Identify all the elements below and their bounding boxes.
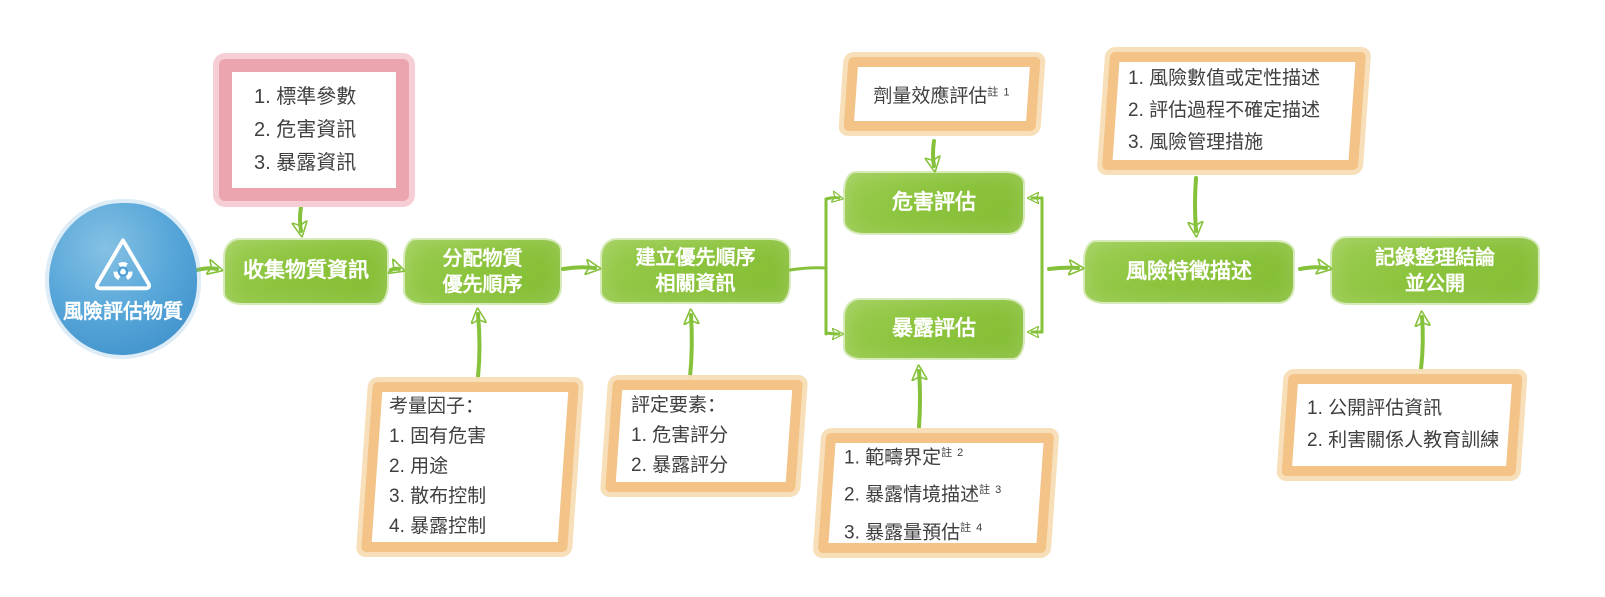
note-dose-response: 劑量效應評估註 1 — [843, 57, 1041, 131]
step-exposure-assessment: 暴露評估 — [845, 300, 1023, 358]
step-assign-priority: 分配物質 優先順序 — [405, 240, 560, 303]
step-label: 並公開 — [1405, 272, 1465, 295]
arrow-assign-to-establish — [561, 267, 595, 269]
step-collect-info: 收集物質資訊 — [225, 240, 387, 303]
note-text: 2. 暴露情境描述 — [843, 484, 980, 506]
note-item: 2. 評估過程不確定描述 — [1128, 100, 1321, 121]
note-consideration-factors: 考量因子： 1. 固有危害 2. 用途 3. 散布控制 4. 暴露控制 — [361, 382, 579, 552]
arrow-factors-to-assign — [478, 314, 480, 379]
note-item: 3. 散布控制 — [389, 486, 487, 507]
note-item: 2. 危害資訊 — [254, 118, 357, 141]
note-item: 1. 危害評分 — [631, 425, 729, 446]
note-footnote-ref: 註 1 — [987, 86, 1011, 99]
start-node: 風險評估物質 — [49, 203, 197, 355]
arrow-outputs-to-characterize — [1195, 176, 1196, 231]
arrow-branch-to-exposure — [824, 333, 839, 334]
note-footnote-ref: 註 3 — [979, 484, 1003, 497]
step-establish-priority-info: 建立優先順序 相關資訊 — [602, 240, 789, 302]
arrow-criteria-to-establish — [690, 315, 692, 379]
branch-line-horizontal — [788, 266, 828, 272]
radiation-icon — [95, 237, 151, 290]
note-footnote-ref: 註 4 — [960, 521, 984, 534]
arrow-publish-to-record — [1421, 317, 1423, 371]
note-item: 2. 利害關係人教育訓練 — [1307, 430, 1500, 451]
arrow-params-to-collect — [300, 205, 301, 231]
step-label: 相關資訊 — [655, 273, 736, 295]
note-text: 1. 範疇界定 — [843, 447, 942, 469]
note-item: 2. 用途 — [389, 456, 449, 477]
arrow-branch-to-hazard — [824, 198, 839, 199]
step-label: 記錄整理結論 — [1375, 246, 1495, 269]
note-title: 評定要素： — [631, 395, 727, 416]
step-label: 收集物質資訊 — [243, 259, 369, 283]
note-item: 4. 暴露控制 — [389, 516, 487, 537]
step-label: 暴露評估 — [892, 316, 976, 340]
note-item: 1. 標準參數 — [254, 85, 357, 108]
arrow-start-to-collect — [195, 268, 217, 270]
note-exposure-scoping: 1. 範疇界定註 2 2. 暴露情境描述註 3 3. 暴露量預估註 4 — [817, 433, 1055, 553]
arrow-scoping-to-exposure — [919, 371, 920, 429]
note-item: 3. 暴露資訊 — [254, 151, 357, 174]
note-text: 3. 暴露量預估 — [843, 522, 961, 543]
arrow-dose-to-hazard — [933, 139, 934, 166]
arrow-characterize-to-record — [1298, 267, 1326, 269]
note-text: 劑量效應評估 — [873, 85, 988, 107]
note-standard-parameters: 1. 標準參數 2. 危害資訊 3. 暴露資訊 — [219, 59, 409, 201]
note-publish-training: 1. 公開評估資訊 2. 利害關係人教育訓練 — [1281, 374, 1523, 476]
note-item: 3. 暴露量預估註 4 — [844, 512, 1028, 549]
note-item: 3. 風險管理措施 — [1128, 132, 1264, 153]
note-footnote-ref: 註 2 — [941, 447, 965, 460]
step-label: 危害評估 — [892, 190, 976, 214]
step-hazard-assessment: 危害評估 — [845, 173, 1023, 233]
start-label: 風險評估物質 — [63, 300, 183, 323]
note-item: 2. 暴露情境描述註 3 — [844, 474, 1028, 511]
step-label: 風險特徵描述 — [1126, 259, 1252, 283]
step-record-publish: 記錄整理結論 並公開 — [1332, 238, 1538, 303]
note-item: 1. 固有危害 — [389, 426, 487, 447]
arrow-bracket-to-characterize — [1047, 268, 1078, 269]
step-risk-characterization: 風險特徵描述 — [1085, 242, 1293, 302]
note-rating-criteria: 評定要素： 1. 危害評分 2. 暴露評分 — [605, 380, 803, 492]
step-label: 優先順序 — [442, 273, 523, 296]
note-item: 1. 風險數值或定性描述 — [1128, 68, 1321, 89]
note-item: 1. 範疇界定註 2 — [844, 437, 1028, 474]
note-item: 2. 暴露評分 — [631, 455, 729, 476]
step-label: 分配物質 — [442, 247, 523, 270]
note-item: 1. 公開評估資訊 — [1307, 398, 1443, 419]
step-label: 建立優先順序 — [635, 247, 756, 269]
note-risk-outputs: 1. 風險數值或定性描述 2. 評估過程不確定描述 3. 風險管理措施 — [1101, 52, 1367, 170]
note-title: 考量因子： — [389, 396, 485, 417]
arrow-collect-to-assign — [391, 269, 399, 270]
